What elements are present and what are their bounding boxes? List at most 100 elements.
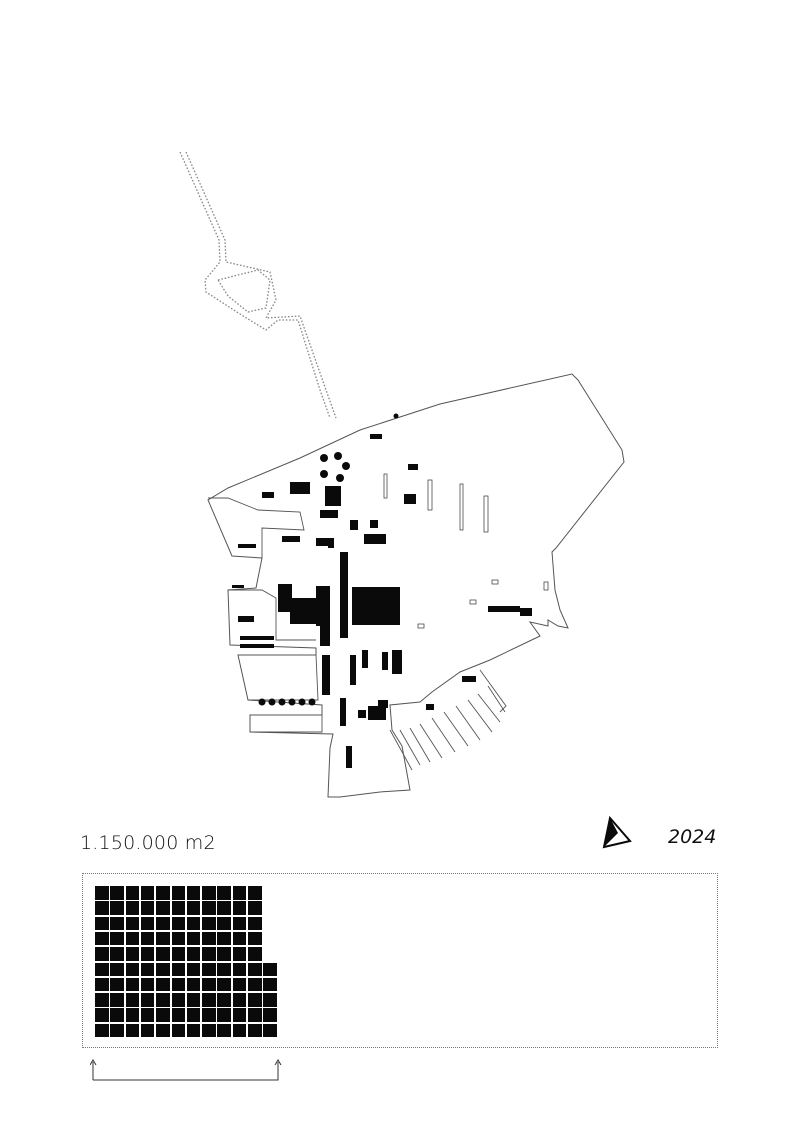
area-grid-cell <box>171 977 185 992</box>
area-grid-cell <box>202 993 216 1007</box>
area-grid-cell <box>171 947 185 961</box>
area-grid-cell <box>110 916 124 931</box>
area-grid-cell <box>248 1023 262 1038</box>
area-grid-cell <box>202 931 216 946</box>
area-grid-cell <box>125 1023 140 1038</box>
area-grid-cell <box>232 962 247 976</box>
area-grid-cell <box>186 1023 201 1038</box>
area-grid-cell <box>95 1008 109 1022</box>
area-grid-cell <box>95 931 109 946</box>
area-grid-cell <box>156 1023 170 1038</box>
area-grid-cell <box>110 1023 124 1038</box>
area-grid-cell <box>125 1008 140 1022</box>
area-grid-cell <box>110 1008 124 1022</box>
storage-tanks <box>258 413 399 706</box>
building-footprints <box>232 434 532 768</box>
area-grid-cell <box>186 977 201 992</box>
area-grid-cell <box>171 886 185 900</box>
area-grid-cell <box>110 886 124 900</box>
area-grid-cell <box>186 886 201 900</box>
area-grid-cell <box>263 977 277 992</box>
area-grid-cell <box>110 962 124 976</box>
site-outline <box>207 373 625 798</box>
area-grid-cell <box>186 947 201 961</box>
area-grid-cell <box>248 947 262 961</box>
area-grid-cell <box>110 947 124 961</box>
marina-piers <box>389 669 507 771</box>
area-grid-cell <box>248 1008 262 1022</box>
area-grid-cell <box>140 947 155 961</box>
area-grid-cell <box>156 977 170 992</box>
area-grid-cell <box>248 931 262 946</box>
area-grid-cell <box>248 993 262 1007</box>
area-grid-cell <box>202 1008 216 1022</box>
area-grid-cell <box>156 916 170 931</box>
area-grid-cell <box>217 962 231 976</box>
area-grid-cell <box>217 901 231 915</box>
area-grid-cell <box>95 886 109 900</box>
area-grid-cell <box>125 886 140 900</box>
area-grid-cell <box>202 916 216 931</box>
area-grid-cell <box>202 901 216 915</box>
area-grid-cell <box>125 977 140 992</box>
area-grid-cell <box>217 947 231 961</box>
area-grid-cell <box>217 886 231 900</box>
area-grid-cell <box>95 977 109 992</box>
area-grid-cell <box>263 1023 277 1038</box>
area-grid-cell <box>232 1008 247 1022</box>
area-grid-cell <box>263 962 277 976</box>
area-grid-cell <box>140 886 155 900</box>
area-grid-cell <box>140 901 155 915</box>
area-grid-cell <box>140 962 155 976</box>
area-grid-cell <box>217 993 231 1007</box>
area-label: 1.150.000 m2 <box>80 832 216 854</box>
minor-structures <box>383 473 549 629</box>
area-grid-cell <box>156 993 170 1007</box>
area-grid-cell <box>110 977 124 992</box>
area-grid-cell <box>171 962 185 976</box>
area-grid-cell <box>125 993 140 1007</box>
area-grid-cell <box>248 962 262 976</box>
area-grid-cell <box>232 886 247 900</box>
area-grid-cell <box>232 916 247 931</box>
area-grid-cell <box>171 931 185 946</box>
area-grid-cell <box>202 977 216 992</box>
area-grid-cell <box>95 993 109 1007</box>
area-grid-cell <box>202 962 216 976</box>
area-grid-cell <box>95 901 109 915</box>
area-grid-cell <box>186 962 201 976</box>
area-grid-cell <box>110 931 124 946</box>
area-grid-cell <box>217 916 231 931</box>
area-grid-cell <box>232 1023 247 1038</box>
area-grid-cell <box>202 947 216 961</box>
area-grid-cell <box>156 931 170 946</box>
area-grid-cell <box>125 916 140 931</box>
area-grid-cell <box>232 947 247 961</box>
area-grid-cell <box>232 901 247 915</box>
area-grid-cell <box>186 931 201 946</box>
area-grid-cell <box>171 901 185 915</box>
area-grid-cell <box>125 931 140 946</box>
area-grid-cell <box>217 1008 231 1022</box>
area-grid-cell <box>140 977 155 992</box>
area-grid-cell <box>95 947 109 961</box>
area-grid-cell <box>156 947 170 961</box>
area-grid-cell <box>232 993 247 1007</box>
area-grid-cell <box>186 1008 201 1022</box>
area-grid-cell <box>202 886 216 900</box>
area-grid-cell <box>171 1023 185 1038</box>
area-grid-cell <box>156 901 170 915</box>
area-grid-cell <box>186 993 201 1007</box>
area-grid-cell <box>186 916 201 931</box>
area-grid-cell <box>263 1008 277 1022</box>
area-grid-cell <box>125 962 140 976</box>
area-grid-cell <box>140 931 155 946</box>
area-grid-cell <box>248 901 262 915</box>
area-grid-cell <box>263 993 277 1007</box>
area-grid-cell <box>140 993 155 1007</box>
area-grid-cell <box>156 1008 170 1022</box>
year-label: 2024 <box>668 826 717 848</box>
area-grid-cell <box>156 962 170 976</box>
area-grid-cell <box>202 1023 216 1038</box>
